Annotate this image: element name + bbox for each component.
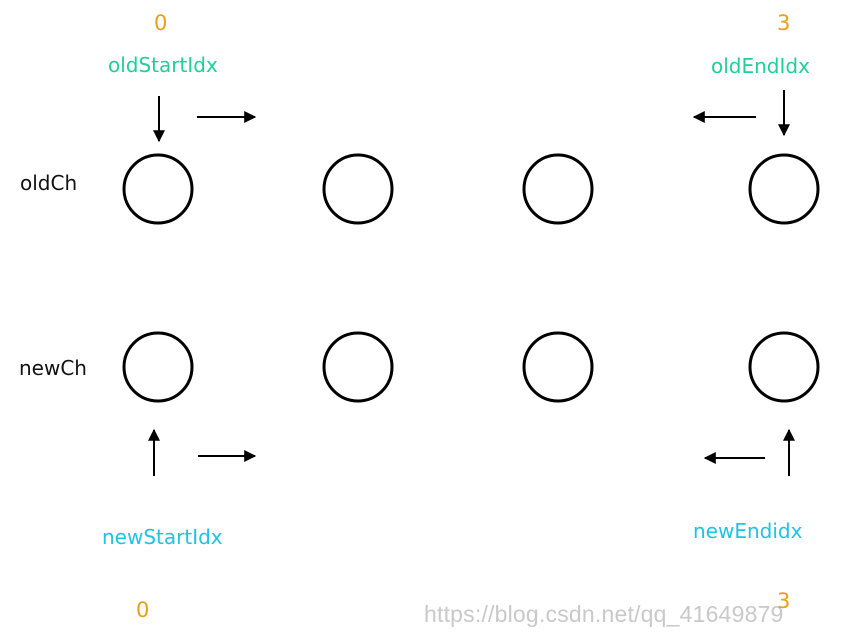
new-node-0 [122, 331, 194, 403]
old-end-pointer-label: oldEndIdx [711, 54, 810, 78]
new-node-1 [322, 331, 394, 403]
new-end-index-value: 3 [777, 589, 791, 613]
old-node-2 [522, 153, 594, 225]
old-end-index-value: 3 [777, 11, 791, 35]
old-node-3 [748, 153, 820, 225]
new-children-row [122, 331, 820, 403]
old-node-1 [322, 153, 394, 225]
old-children-row [122, 153, 820, 225]
old-node-0 [122, 153, 194, 225]
new-end-pointer-label: newEndidx [693, 519, 803, 543]
new-node-2 [522, 331, 594, 403]
new-start-pointer-label: newStartIdx [102, 525, 223, 549]
watermark-url: https://blog.csdn.net/qq_41649879 [424, 601, 784, 627]
new-start-index-value: 0 [136, 598, 150, 622]
new-children-label: newCh [19, 356, 87, 380]
old-start-pointer-label: oldStartIdx [108, 53, 218, 77]
old-children-label: oldCh [20, 171, 78, 195]
old-start-index-value: 0 [154, 11, 168, 35]
new-node-3 [748, 331, 820, 403]
